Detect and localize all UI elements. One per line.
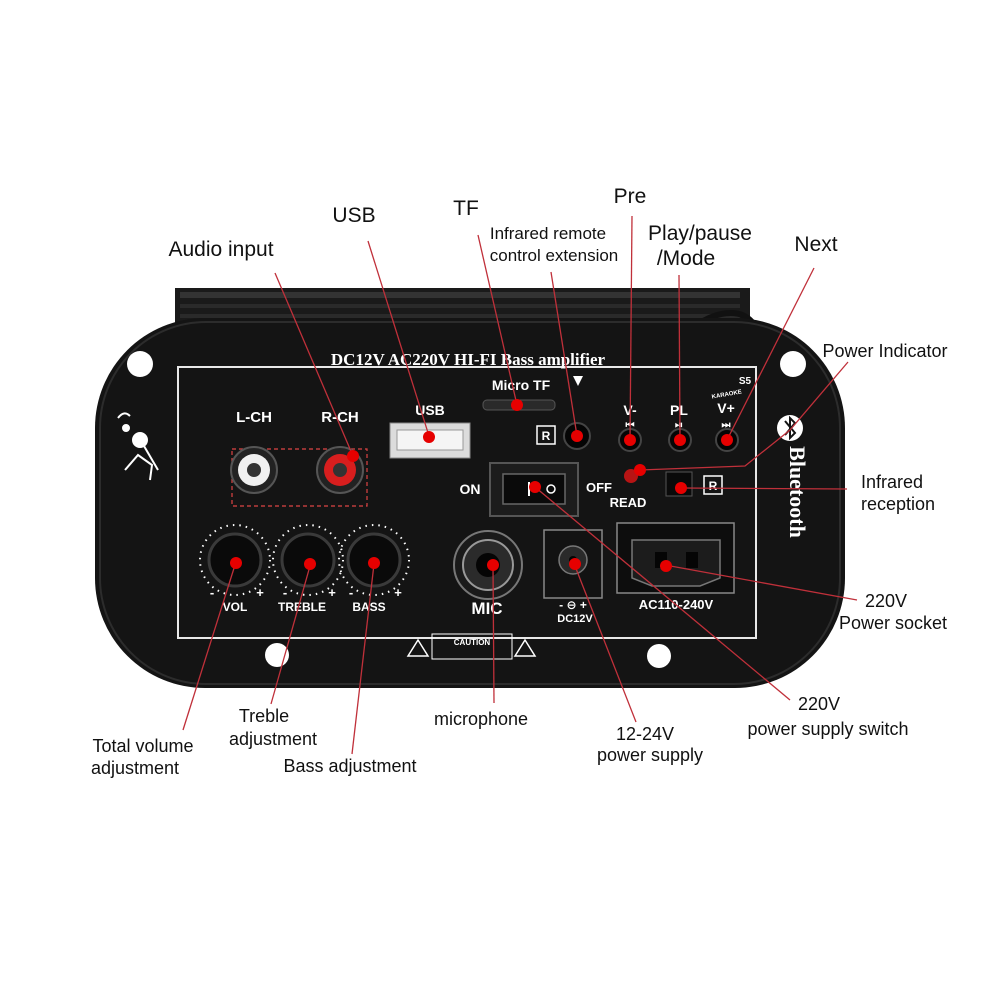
callout-play-pause-line2: /Mode [657,247,715,270]
marker-audio-input [347,450,359,462]
marker-power-indicator [634,464,646,476]
markers [230,399,733,572]
treble-minus-sign: - [283,585,287,600]
v-plus-label: V+ [717,400,735,416]
caution-label: CAUTION [406,633,537,660]
callout-supply-switch-line2: power supply switch [747,719,908,739]
karaoke-label: KARAOKE [711,389,742,400]
marker-volume [230,557,242,569]
callout-usb: USB [332,204,375,227]
callout-audio-input: Audio input [168,238,273,261]
tf-arrow-icon [573,376,583,386]
on-label: ON [460,481,481,497]
callout-total-volume-line1: Total volume [92,736,193,756]
dc12v-label: DC12V [557,613,593,625]
mounting-hole [127,351,153,377]
callout-labels: USB TF Pre Audio input Infrared remote c… [91,185,948,778]
micro-tf-label: Micro TF [492,377,551,393]
play-pause-icon: ⏯ [675,420,683,431]
callout-play-pause-line1: Play/pause [648,222,752,245]
svg-text:CAUTION: CAUTION [454,638,491,647]
marker-next [721,434,733,446]
marker-power-socket [660,560,672,572]
callout-infrared-remote-line2: control extension [490,246,619,265]
s5-label: S5 [739,376,752,387]
read-label: READ [610,495,647,510]
callout-infrared-reception-line2: reception [861,494,935,514]
mounting-hole [647,644,671,668]
vol-label: VOL [223,600,248,614]
l-ch-label: L-CH [236,409,272,426]
leader-lines [182,215,858,755]
ir-remote-r-mark: R [542,429,551,443]
r-ch-label: R-CH [321,409,359,426]
marker-ir-reception [675,482,687,494]
ir-receiver-r-mark: R [709,479,718,493]
marker-bass [368,557,380,569]
vol-minus-sign: - [210,585,214,600]
callout-power-supply-line2: power supply [597,745,703,765]
dc-polarity-label: - ⊖ + [559,598,587,612]
karaoke-emblem-icon [117,412,159,481]
marker-play-pause [674,434,686,446]
audio-input-box [231,448,368,507]
marker-usb [423,431,435,443]
callout-infrared-reception-line1: Infrared [861,472,923,492]
treble-label: TREBLE [278,600,326,614]
mic-label: MIC [471,599,502,618]
panel-title: DC12V AC220V HI-FI Bass amplifier [331,350,606,369]
callout-power-indicator: Power Indicator [822,341,947,361]
treble-plus-sign: + [328,585,336,600]
callout-treble-line1: Treble [239,706,289,726]
callout-supply-switch-line1: 220V [798,694,840,714]
callout-power-socket-line1: 220V [865,591,907,611]
marker-dc-supply [569,558,581,570]
callout-microphone: microphone [434,709,528,729]
callout-pre: Pre [614,185,647,208]
callout-bass-adjustment: Bass adjustment [283,756,416,776]
callout-tf: TF [453,197,479,220]
marker-microphone [487,559,499,571]
mounting-hole [780,351,806,377]
off-label: OFF [586,480,612,495]
callout-total-volume-line2: adjustment [91,758,179,778]
callout-infrared-remote-line1: Infrared remote [490,224,606,243]
callout-power-socket-line2: Power socket [839,613,947,633]
bass-plus-sign: + [394,585,402,600]
ac-power-socket[interactable] [616,522,735,594]
marker-supply-switch [529,481,541,493]
next-icon: ⏭ [722,420,731,431]
marker-treble [304,558,316,570]
power-indicator-led [624,469,638,483]
bass-minus-sign: - [349,585,353,600]
callout-power-supply-line1: 12-24V [616,724,674,744]
callout-next: Next [794,233,837,256]
marker-pre [624,434,636,446]
marker-ir-remote [571,430,583,442]
bluetooth-label: Bluetooth [785,446,810,538]
rca-left-jack[interactable] [230,446,278,494]
amplifier-panel: DC12V AC220V HI-FI Bass amplifier L-CH R… [95,318,845,688]
vol-plus-sign: + [256,585,264,600]
callout-treble-line2: adjustment [229,729,317,749]
marker-tf [511,399,523,411]
